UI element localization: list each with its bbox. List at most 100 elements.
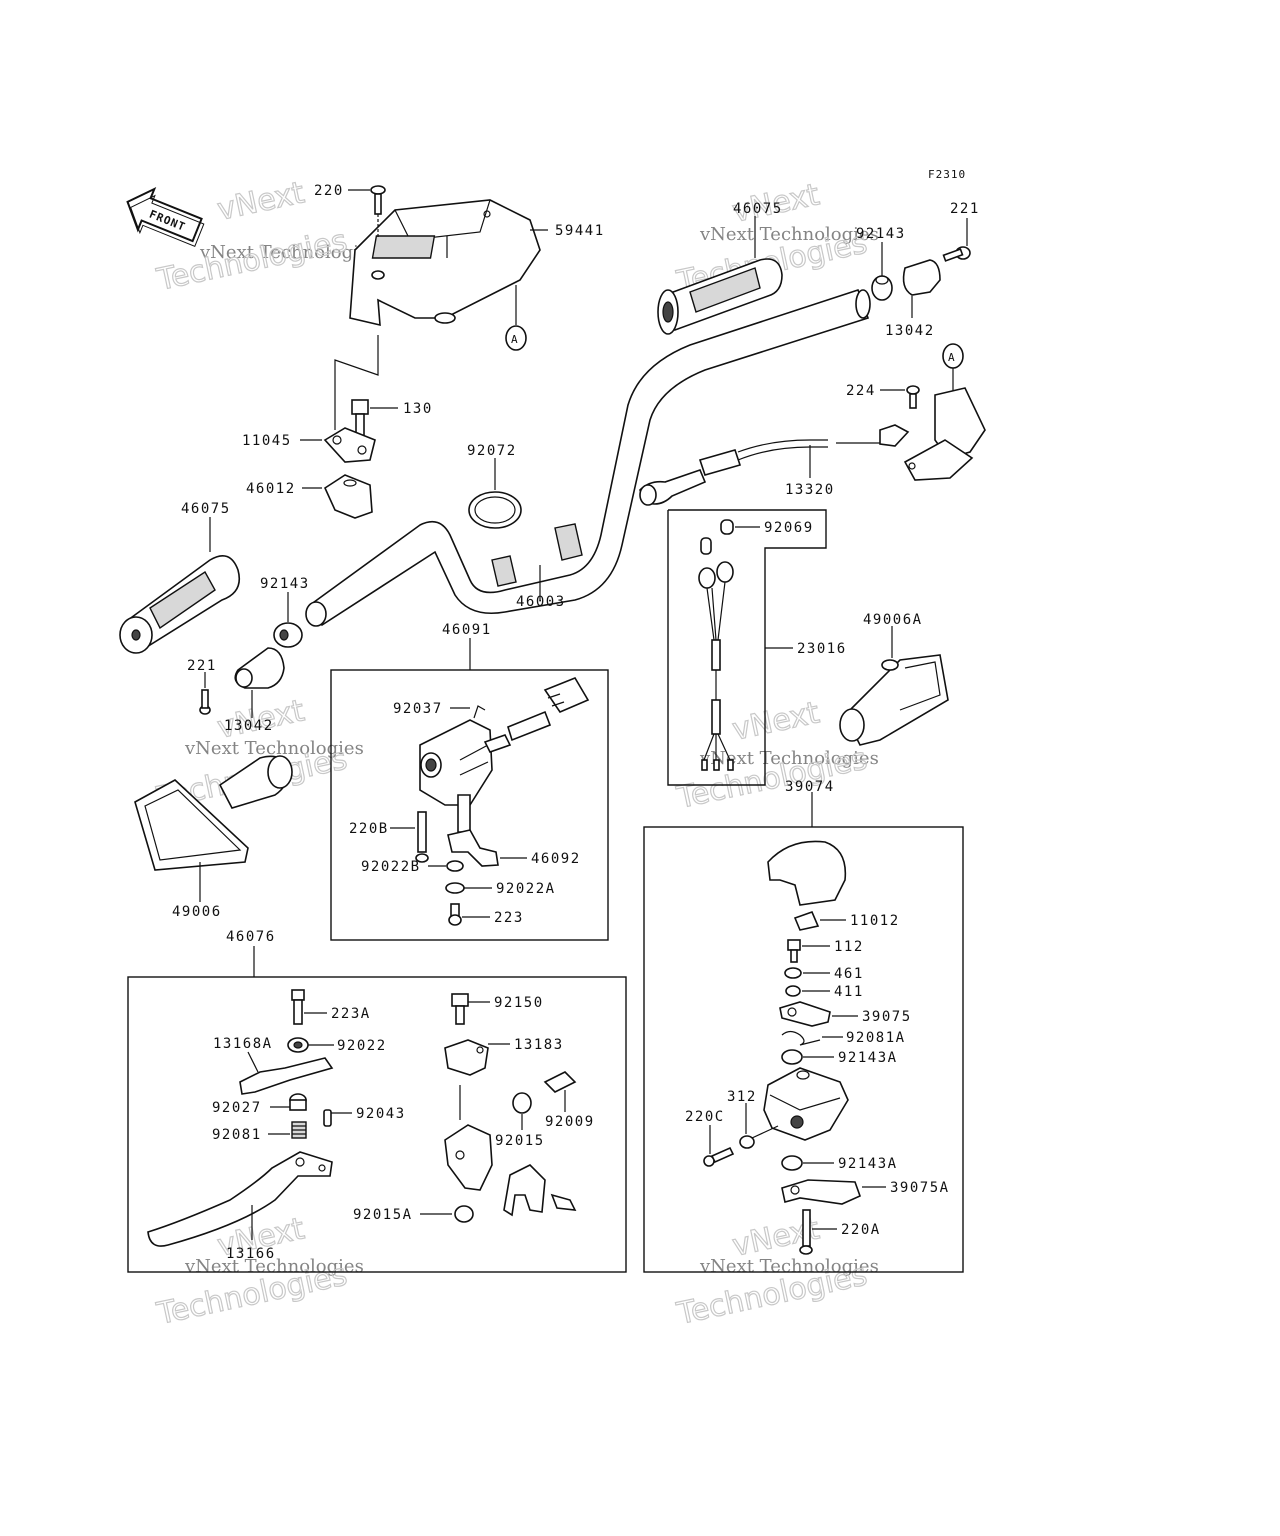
- washer-461: [784, 967, 802, 979]
- label-220B: 220B: [349, 821, 389, 837]
- label-92022B: 92022B: [361, 859, 421, 875]
- bolt-220C: [703, 1146, 735, 1167]
- clamp-half: [503, 1164, 577, 1217]
- label-461: 461: [834, 966, 864, 982]
- screw-223: [448, 903, 462, 926]
- label-13042-left: 13042: [224, 718, 274, 734]
- label-312: 312: [727, 1089, 757, 1105]
- switch-group-box-46091: [330, 669, 609, 941]
- lever-39075A: [781, 1179, 862, 1205]
- front-arrow-icon: FRONT: [126, 186, 205, 247]
- svg-text:vNext Technologies: vNext Technologies: [184, 738, 364, 759]
- svg-text:A: A: [511, 333, 519, 346]
- bolt-220A: [799, 1209, 813, 1255]
- svg-text:vNext Technologies: vNext Technologies: [699, 748, 879, 769]
- label-46003: 46003: [516, 594, 566, 610]
- label-92015: 92015: [495, 1133, 545, 1149]
- clip-11012: [793, 910, 820, 931]
- lever-46092: [447, 829, 499, 867]
- lever-39075: [779, 1001, 831, 1027]
- label-92015A: 92015A: [353, 1207, 413, 1223]
- ref-mark-a-icon: A: [505, 325, 527, 351]
- harness-group-box-23016: [667, 509, 827, 786]
- hand-guard-49006: [134, 755, 293, 871]
- pin-92043: [323, 1109, 332, 1127]
- label-39075A: 39075A: [890, 1180, 950, 1196]
- label-92150: 92150: [494, 995, 544, 1011]
- spring-92081A: [781, 1030, 821, 1046]
- screw-224: [906, 385, 920, 409]
- plate-11045: [323, 427, 376, 463]
- label-92069: 92069: [764, 520, 814, 536]
- label-13320: 13320: [785, 482, 835, 498]
- brake-group-box-39074: [643, 826, 964, 1273]
- nut-92015A: [454, 1205, 474, 1223]
- label-130: 130: [403, 401, 433, 417]
- bolt-92150: [451, 993, 469, 1025]
- svg-text:vNext: vNext: [729, 695, 822, 748]
- label-92072: 92072: [467, 443, 517, 459]
- bracket-92037: [473, 705, 486, 719]
- collar-92143-left: [273, 622, 303, 648]
- label-220: 220: [314, 183, 344, 199]
- screw-221-left: [199, 689, 211, 715]
- label-39074: 39074: [785, 779, 835, 795]
- clamp-46012: [323, 474, 373, 519]
- collar-92143A-top: [781, 1049, 803, 1065]
- label-13166: 13166: [226, 1246, 276, 1262]
- adjuster-92009: [543, 1071, 577, 1093]
- label-224: 224: [846, 383, 876, 399]
- spring-92081: [291, 1121, 307, 1139]
- clutch-lever-13166: [147, 1151, 333, 1247]
- label-11045: 11045: [242, 433, 292, 449]
- washer-92022A: [445, 882, 465, 894]
- ref-mark-a-right-icon: A: [942, 343, 964, 369]
- collar-92143-right: [871, 275, 893, 301]
- hand-guard-49006A: [839, 654, 949, 746]
- label-59441: 59441: [555, 223, 605, 239]
- label-411: 411: [834, 984, 864, 1000]
- label-92143A-top: 92143A: [838, 1050, 898, 1066]
- screw-220: [370, 185, 386, 215]
- screw-221-right: [942, 246, 971, 262]
- label-46092: 46092: [531, 851, 581, 867]
- brake-master-housing: [763, 1067, 849, 1141]
- svg-text:vNext: vNext: [214, 175, 307, 228]
- collar-92027: [289, 1093, 307, 1111]
- label-13042-right: 13042: [885, 323, 935, 339]
- collar-92143A-bottom: [781, 1155, 803, 1171]
- wire-harness-23016: [698, 561, 734, 771]
- throttle-cable-13320: [639, 439, 880, 506]
- bolt-223A: [291, 989, 305, 1025]
- bracket-13168A: [239, 1057, 334, 1095]
- label-11012: 11012: [850, 913, 900, 929]
- label-46075-right: 46075: [733, 201, 783, 217]
- label-46012: 46012: [246, 481, 296, 497]
- label-220C: 220C: [685, 1109, 725, 1125]
- washer-92022B: [446, 860, 464, 872]
- svg-text:A: A: [948, 351, 956, 364]
- bar-end-weight-13042-left: [234, 647, 285, 689]
- band-92072: [468, 491, 522, 529]
- switch-housing-46092: [419, 677, 590, 833]
- svg-text:vNext Technologies: vNext Technologies: [699, 224, 879, 245]
- label-221-left: 221: [187, 658, 217, 674]
- label-23016: 23016: [797, 641, 847, 657]
- label-49006: 49006: [172, 904, 222, 920]
- figure-code: F2310: [928, 168, 966, 181]
- label-92043: 92043: [356, 1106, 406, 1122]
- label-92143A-bottom: 92143A: [838, 1156, 898, 1172]
- label-92081: 92081: [212, 1127, 262, 1143]
- label-46091: 46091: [442, 622, 492, 638]
- label-13183: 13183: [514, 1037, 564, 1053]
- washer-92022: [287, 1037, 309, 1053]
- clutch-group-box-46076: [127, 976, 627, 1273]
- nut-411: [785, 985, 801, 997]
- label-92081A: 92081A: [846, 1030, 906, 1046]
- label-49006A: 49006A: [863, 612, 923, 628]
- throttle-housing: [879, 387, 986, 481]
- label-46075-left: 46075: [181, 501, 231, 517]
- bolt-112: [787, 939, 801, 963]
- svg-text:vNext Technologies: vNext Technologies: [199, 242, 379, 263]
